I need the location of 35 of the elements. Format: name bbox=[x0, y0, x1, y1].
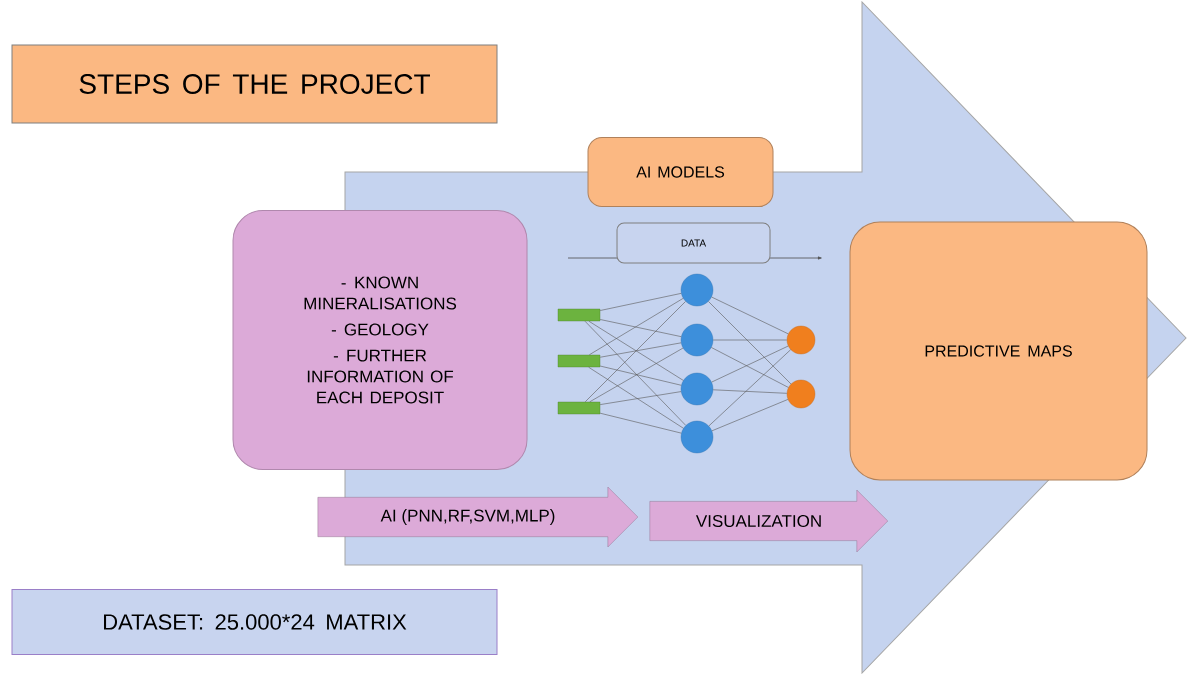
model-box: AI MODELS bbox=[587, 137, 774, 207]
connector-line bbox=[588, 320, 684, 381]
connector-line bbox=[599, 391, 682, 405]
connector-line bbox=[712, 389, 788, 394]
input-box: - KNOWN MINERALISATIONS - GEOLOGY - FURTHER INFORMATION OF EACH DEPOSIT bbox=[232, 210, 528, 470]
process-step: VISUALIZATION bbox=[649, 489, 889, 553]
connector-line bbox=[589, 347, 684, 403]
connector-line bbox=[588, 366, 684, 429]
data-box: DATA bbox=[616, 222, 771, 264]
connector-line bbox=[584, 320, 687, 426]
process-step: AI (PNN,RF,SVM,MLP) bbox=[317, 486, 639, 548]
connector-line bbox=[599, 412, 682, 434]
connector-line bbox=[599, 365, 682, 386]
input-neuron bbox=[557, 308, 601, 322]
connector-line bbox=[584, 301, 686, 403]
hidden-neuron bbox=[680, 273, 714, 307]
connector-line bbox=[708, 349, 791, 427]
input-neuron bbox=[557, 354, 601, 368]
dataset-box: DATASET: 25.000*24 MATRIX bbox=[11, 589, 498, 655]
output-neuron bbox=[786, 379, 816, 409]
connector-line bbox=[599, 342, 682, 358]
connector-line bbox=[589, 298, 684, 356]
connector-line bbox=[708, 301, 792, 385]
output-box: PREDICTIVE MAPS bbox=[849, 221, 1148, 481]
connector-line bbox=[599, 319, 682, 337]
hidden-neuron bbox=[680, 323, 714, 357]
hidden-neuron bbox=[680, 372, 714, 406]
output-neuron bbox=[786, 325, 816, 355]
connector-line bbox=[712, 339, 788, 341]
input-neuron bbox=[557, 401, 601, 415]
connector-line bbox=[599, 293, 682, 311]
connector-line bbox=[711, 399, 789, 432]
title-box: STEPS OF THE PROJECT bbox=[11, 44, 498, 124]
connector-line bbox=[711, 296, 789, 335]
hidden-neuron bbox=[680, 420, 714, 454]
